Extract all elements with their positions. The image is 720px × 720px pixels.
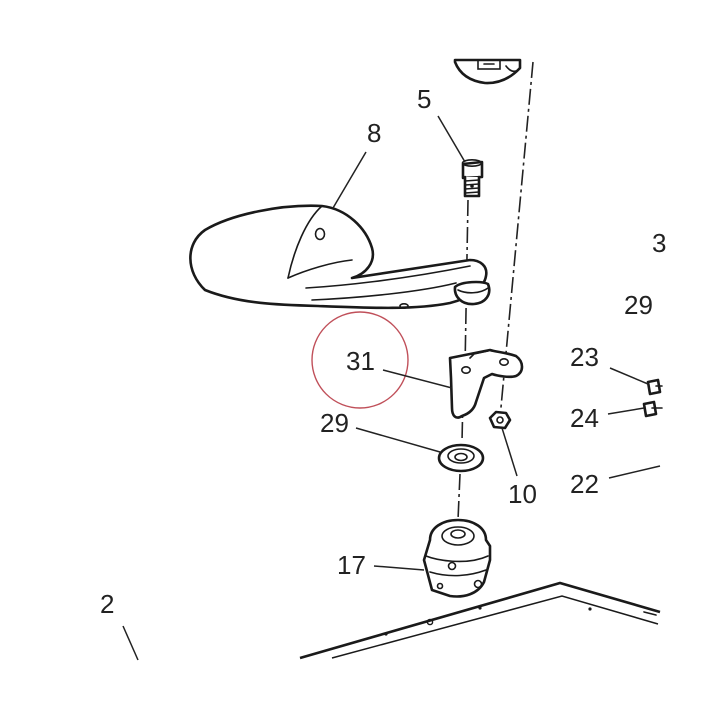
callout-10: 10 bbox=[508, 479, 537, 509]
bracket-part-31 bbox=[448, 348, 524, 419]
base-part-17 bbox=[422, 518, 492, 598]
nut-part-10 bbox=[488, 410, 512, 430]
screws-part-23-24 bbox=[642, 378, 663, 418]
callout-2: 2 bbox=[100, 589, 114, 619]
callout-29-washer: 29 bbox=[320, 408, 349, 438]
frame-part-2 bbox=[299, 581, 661, 660]
callout-17: 17 bbox=[337, 550, 366, 580]
callout-8: 8 bbox=[367, 118, 381, 148]
washer-part-29 bbox=[437, 443, 485, 473]
callout-5: 5 bbox=[417, 84, 431, 114]
mounting-axis-line-base bbox=[457, 473, 461, 521]
callout-24: 24 bbox=[570, 403, 599, 433]
callout-23: 23 bbox=[570, 342, 599, 372]
callout-3-partial: 3 bbox=[652, 228, 666, 258]
bolt-part-5 bbox=[461, 159, 484, 198]
callout-29-right: 29 bbox=[624, 290, 653, 320]
mirror-part-8 bbox=[189, 204, 491, 310]
callout-31: 31 bbox=[346, 346, 375, 376]
leader-lines bbox=[122, 115, 661, 661]
highlight-circle bbox=[311, 311, 409, 409]
callout-22: 22 bbox=[570, 469, 599, 499]
upper-component bbox=[453, 58, 522, 85]
